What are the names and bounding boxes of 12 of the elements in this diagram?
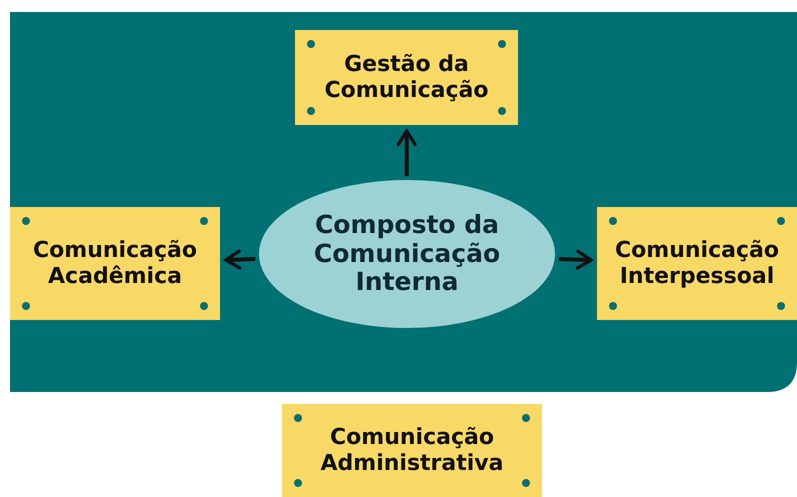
topic-box — [282, 404, 542, 497]
arrow — [396, 129, 417, 176]
arrow — [558, 250, 593, 270]
topic-box — [597, 207, 797, 320]
arrow — [224, 249, 256, 270]
node-label: Comunicação Administrativa — [320, 425, 504, 476]
node-label: Gestão da Comunicação — [324, 52, 490, 103]
topic-box — [10, 207, 220, 320]
node-label: Comunicação Interpessoal — [614, 238, 780, 289]
node-label: Comunicação Acadêmica — [32, 238, 198, 289]
topic-box — [295, 30, 518, 125]
node-label: Composto da Comunicação Interna — [312, 210, 502, 298]
